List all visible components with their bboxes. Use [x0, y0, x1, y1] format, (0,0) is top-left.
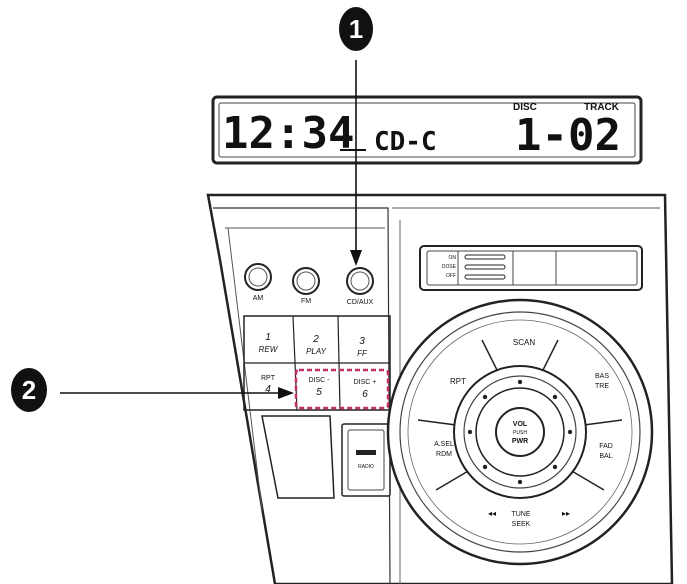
callout-2-arrowhead — [278, 387, 294, 399]
preset-2-label: PLAY — [306, 347, 327, 356]
rdm-label: RDM — [436, 451, 452, 458]
cd-aux-button[interactable]: CD/AUX — [346, 267, 374, 306]
small-button-mark — [356, 450, 376, 455]
tune-label: TUNE — [511, 511, 530, 518]
asel-label: A.SEL — [434, 441, 454, 448]
callout-2: 2 — [11, 368, 294, 412]
seek-back-icon: ◂◂ — [488, 509, 496, 518]
scan-label: SCAN — [513, 338, 535, 347]
cd-aux-label: CD/AUX — [347, 299, 374, 306]
clock-readout: 12:34 — [222, 108, 354, 159]
preset-3-button[interactable]: 3 FF — [357, 336, 368, 358]
preset-1-button[interactable]: 1 REW — [259, 332, 279, 354]
preset-6-number: 6 — [362, 389, 368, 400]
preset-1-number: 1 — [265, 332, 271, 343]
tre-label: TRE — [595, 383, 609, 390]
slot-dose-label: DOSE — [442, 264, 457, 270]
asel-rdm-button[interactable]: A.SEL RDM — [434, 441, 454, 458]
preset-4-number: 4 — [265, 384, 271, 395]
preset-6-label: DISC + — [354, 379, 377, 386]
preset-5-label: DISC - — [309, 377, 331, 384]
control-dial — [386, 298, 654, 566]
preset-6-button[interactable]: DISC + 6 — [354, 379, 377, 400]
callout-1: 1 — [339, 7, 373, 266]
callout-2-marker — [11, 368, 47, 412]
preset-3-label: FF — [357, 349, 368, 358]
callout-2-number: 2 — [22, 375, 36, 405]
bas-label: BAS — [595, 373, 609, 380]
push-label: PUSH — [513, 430, 527, 436]
seek-label: SEEK — [512, 521, 531, 528]
bal-label: BAL — [599, 453, 612, 460]
bas-tre-button[interactable]: BAS TRE — [595, 373, 609, 390]
callout-1-marker — [339, 7, 373, 51]
preset-4-button[interactable]: RPT 4 — [261, 375, 276, 395]
preset-5-button[interactable]: DISC - 5 — [309, 377, 331, 398]
preset-4-label: RPT — [261, 375, 276, 382]
fm-label: FM — [301, 298, 311, 305]
track-caption: TRACK — [584, 102, 620, 113]
lower-left-button[interactable] — [261, 415, 335, 499]
pwr-label: PWR — [512, 438, 528, 445]
fad-bal-button[interactable]: FAD BAL — [599, 443, 613, 460]
am-button[interactable]: AM — [244, 263, 272, 302]
volume-power-knob[interactable]: VOL PUSH PWR — [512, 421, 528, 445]
preset-5-number: 5 — [316, 387, 322, 398]
small-radio-button[interactable]: RADIO — [341, 423, 391, 497]
preset-grid — [243, 315, 391, 411]
disc-caption: DISC — [513, 102, 537, 113]
fm-button[interactable]: FM — [292, 267, 320, 305]
disc-buttons-highlight — [294, 368, 390, 410]
preset-2-number: 2 — [312, 334, 319, 345]
small-button-label: RADIO — [358, 464, 374, 470]
cd-slot: ON DOSE OFF — [419, 245, 643, 291]
scan-button[interactable]: SCAN — [513, 338, 535, 347]
seek-forward-icon: ▸▸ — [562, 509, 570, 518]
slot-on-label: ON — [449, 255, 457, 261]
disc-track-readout: 1-02 — [515, 110, 621, 161]
slot-off-label: OFF — [446, 273, 456, 279]
lcd-display: 12:34 CD-C DISC TRACK 1-02 — [211, 95, 643, 165]
am-label: AM — [253, 295, 264, 302]
vol-label: VOL — [513, 421, 528, 428]
callout-1-number: 1 — [349, 14, 363, 44]
rpt-button[interactable]: RPT — [450, 377, 466, 386]
mode-readout: CD-C — [374, 127, 437, 157]
fad-label: FAD — [599, 443, 613, 450]
tune-seek-button[interactable]: TUNE SEEK ◂◂ ▸▸ — [488, 509, 570, 528]
preset-1-label: REW — [259, 345, 279, 354]
rpt-label: RPT — [450, 377, 466, 386]
preset-3-number: 3 — [359, 336, 365, 347]
preset-2-button[interactable]: 2 PLAY — [306, 334, 327, 356]
callout-1-arrowhead — [350, 250, 362, 266]
